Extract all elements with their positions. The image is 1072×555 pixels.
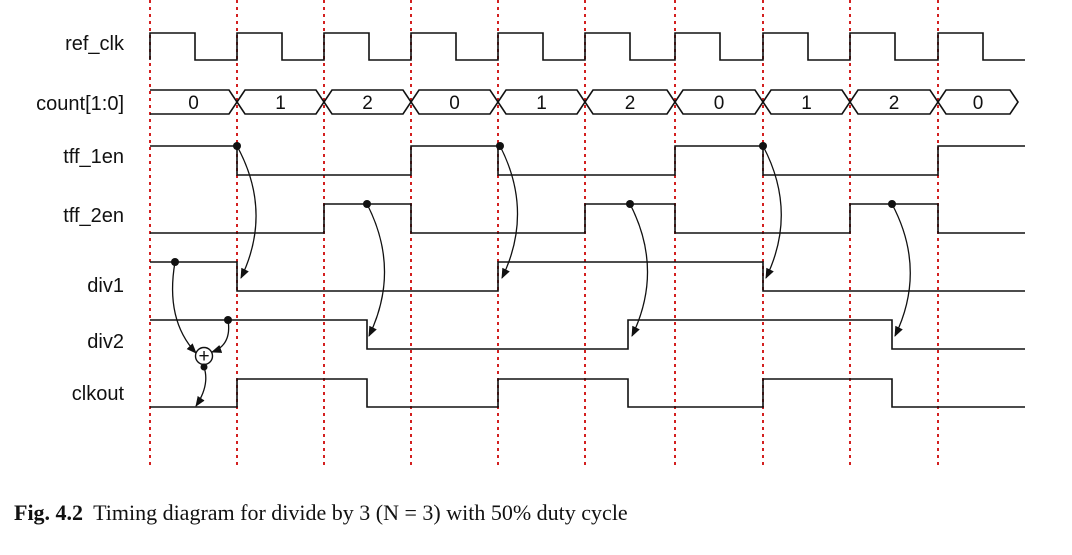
figure-label: Fig. 4.2 bbox=[14, 500, 84, 525]
xor-symbol: + bbox=[198, 346, 209, 367]
arrow-div1-xor bbox=[171, 261, 197, 354]
label-tff_2en: tff_2en bbox=[63, 205, 124, 227]
arrow-div2-xor bbox=[211, 319, 230, 353]
label-tff_1en: tff_1en bbox=[63, 146, 124, 168]
label-ref_clk: ref_clk bbox=[65, 33, 125, 55]
arrow-tff2en-div2-1 bbox=[629, 203, 649, 337]
wave-div2 bbox=[150, 319, 1025, 350]
arrow-tff1en-div1-0 bbox=[236, 145, 257, 279]
wave-div1 bbox=[150, 261, 1025, 292]
count-value-4: 1 bbox=[536, 93, 547, 114]
timing-diagram: ref_clk count[1:0] tff_1en tff_2en div1 div2 c… bbox=[36, 0, 1025, 465]
label-div1: div1 bbox=[87, 275, 124, 297]
arrow-tff2en-div2-0 bbox=[366, 203, 386, 337]
signal-labels: ref_clk count[1:0] tff_1en tff_2en div1 div2 c… bbox=[36, 33, 125, 405]
causality-arrows: + bbox=[171, 142, 911, 407]
arrow-tff1en-div1-1 bbox=[499, 145, 519, 279]
wave-tff_1en bbox=[150, 145, 1025, 176]
waveforms bbox=[149, 32, 1025, 408]
label-count: count[1:0] bbox=[36, 93, 124, 115]
count-value-8: 2 bbox=[889, 93, 900, 114]
arrow-xor-clkout bbox=[195, 366, 207, 407]
count-value-5: 2 bbox=[625, 93, 636, 114]
count-value-0: 0 bbox=[188, 93, 199, 114]
figure-caption: Fig. 4.2 Timing diagram for divide by 3 (… bbox=[14, 500, 628, 526]
label-clkout: clkout bbox=[72, 383, 125, 405]
label-div2: div2 bbox=[87, 331, 124, 353]
count-segment-9 bbox=[937, 89, 1019, 115]
count-bus: 0 1 2 0 1 2 0 1 2 0 bbox=[150, 89, 1019, 115]
arrow-tff1en-div1-2 bbox=[762, 145, 782, 279]
figure-caption-text: Timing diagram for divide by 3 (N = 3) w… bbox=[93, 500, 628, 525]
arrow-tff2en-div2-2 bbox=[891, 203, 911, 337]
count-value-2: 2 bbox=[362, 93, 373, 114]
count-value-3: 0 bbox=[449, 93, 460, 114]
count-value-7: 1 bbox=[801, 93, 812, 114]
count-value-9: 0 bbox=[973, 93, 984, 114]
wave-clkout bbox=[150, 378, 1025, 408]
count-value-1: 1 bbox=[275, 93, 286, 114]
count-value-6: 0 bbox=[714, 93, 725, 114]
wave-ref_clk bbox=[149, 32, 1025, 61]
